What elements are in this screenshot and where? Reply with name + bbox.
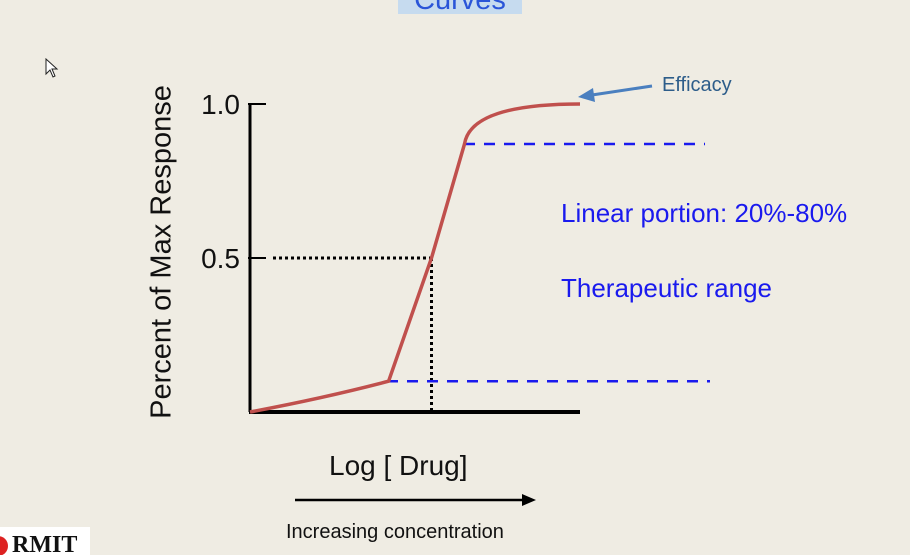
linear-portion-annotation: Linear portion: 20%-80% [561, 198, 848, 228]
rmit-logo: RMIT [0, 527, 90, 555]
therapeutic-range-annotation: Therapeutic range [561, 273, 773, 303]
slide-title-fragment: Curves [398, 0, 522, 14]
x-direction-arrow [295, 494, 536, 506]
y-tick-label: 1.0 [201, 89, 240, 120]
x-axis-sublabel: Increasing concentration [286, 521, 504, 543]
y-tick-label: 0.5 [201, 243, 240, 274]
logo-text: RMIT [12, 532, 78, 555]
efficacy-annotation: Efficacy [662, 74, 732, 96]
mouse-pointer-icon [45, 58, 59, 78]
logo-mark-icon [0, 536, 8, 555]
y-axis-label: Percent of Max Response [145, 85, 178, 419]
x-axis-label: Log [ Drug] [329, 450, 468, 481]
dose-response-curve [249, 102, 581, 414]
efficacy-arrow [578, 84, 653, 102]
